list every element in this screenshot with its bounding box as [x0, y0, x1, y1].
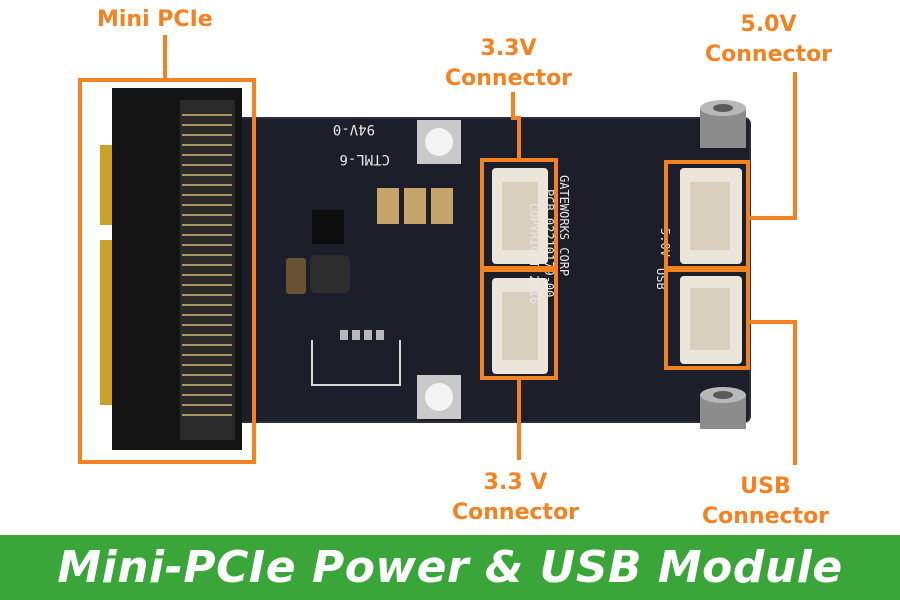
- callout-50v: 5.0V Connector: [705, 10, 832, 70]
- standoff-bottom-right: [700, 387, 746, 429]
- silk-copyright: COPYRIGHT 2016: [527, 203, 541, 304]
- mounting-pad-bottom: [417, 375, 461, 419]
- j6-footprint: [311, 330, 401, 386]
- callout-50v-line2: Connector: [705, 42, 833, 67]
- highlight-usb: [664, 268, 750, 370]
- jst-connector-50v-body: [680, 168, 742, 264]
- callout-usb: USB Connector: [702, 472, 829, 532]
- leader-33v-top: [511, 92, 521, 160]
- silk-pcb: PCB 02210179-00: [542, 189, 556, 297]
- mounting-pad-top: [417, 120, 461, 164]
- pcb-board: [205, 118, 750, 422]
- jst-connector-33v-top-body: [492, 168, 548, 264]
- capacitors: [377, 188, 453, 224]
- jst-connector-usb-body: [680, 276, 742, 364]
- circuit-board-photo: 94V-0 CTML-6 GATEWORKS CORP PCB 02210179…: [78, 35, 797, 465]
- callout-33v-top: 3.3V Connector: [445, 34, 572, 94]
- jst-connector-33v-bottom-body: [492, 278, 548, 374]
- callout-33v-bottom-line2: Connector: [452, 500, 580, 525]
- callout-usb-line2: Connector: [702, 504, 830, 529]
- leader-50v: [748, 72, 797, 220]
- silk-maker: GATEWORKS CORP: [557, 175, 571, 276]
- inductor: [310, 255, 350, 293]
- leader-usb: [748, 320, 797, 465]
- title-banner: Mini-PCIe Power & USB Module: [0, 535, 900, 600]
- regulator-ic: [312, 210, 344, 244]
- callout-33v-bottom-line1: 3.3 V: [483, 470, 548, 495]
- callout-33v-bottom: 3.3 V Connector: [452, 468, 579, 528]
- side-capacitor: [286, 258, 306, 294]
- callout-50v-line1: 5.0V: [740, 12, 797, 37]
- callout-mini-pcie-text: Mini PCIe: [97, 7, 213, 32]
- callout-mini-pcie: Mini PCIe: [97, 5, 213, 35]
- silk-ul-mark: CTML-6: [339, 151, 390, 167]
- standoff-top-right: [700, 100, 746, 148]
- banner-title: Mini-PCIe Power & USB Module: [57, 542, 843, 593]
- callout-33v-top-line1: 3.3V: [480, 36, 537, 61]
- callout-usb-line1: USB: [740, 474, 791, 499]
- silk-board-code: 94V-0: [333, 121, 375, 137]
- callout-33v-top-line2: Connector: [445, 66, 573, 91]
- mini-pcie-connector: [100, 88, 242, 450]
